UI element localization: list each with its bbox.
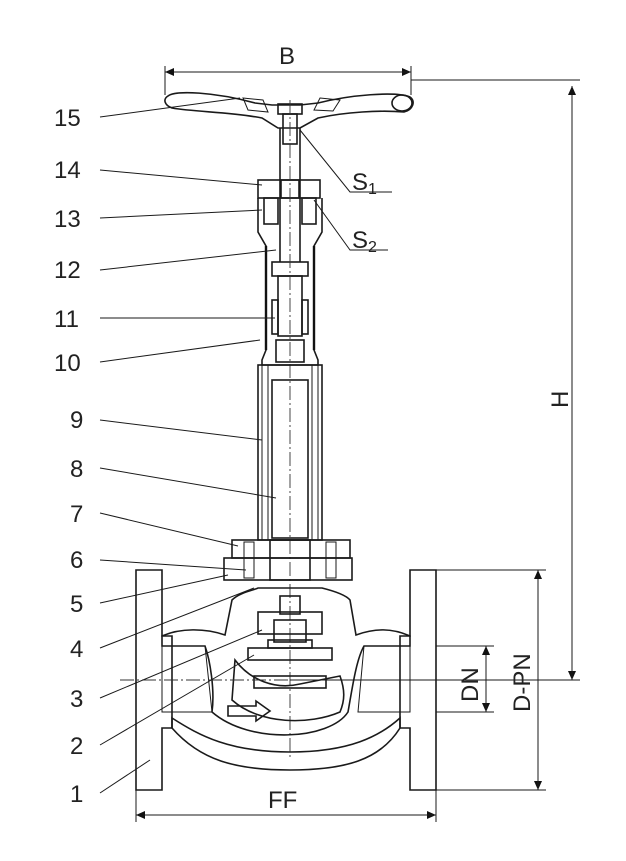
stem	[279, 100, 301, 760]
dim-dpn-label: D-PN	[509, 653, 536, 712]
part-number-11: 11	[54, 306, 79, 333]
part-number-13: 13	[54, 206, 81, 233]
part-number-14: 14	[54, 157, 81, 184]
seal-s1-subscript: 1	[368, 181, 377, 198]
part-number-5: 5	[70, 591, 83, 618]
seal-s2-label: S	[352, 227, 368, 254]
part-number-1: 1	[70, 781, 83, 808]
seal-s2-subscript: 2	[368, 239, 377, 256]
leader-lines	[99, 97, 392, 794]
part-number-10: 10	[54, 350, 81, 377]
part-number-12: 12	[54, 257, 81, 284]
seal-s1-label: S	[352, 169, 368, 196]
dim-h-label: H	[547, 391, 574, 408]
part-number-2: 2	[70, 733, 83, 760]
part-number-15: 15	[54, 105, 81, 132]
part-number-6: 6	[70, 547, 83, 574]
bonnet-flange	[223, 539, 353, 581]
part-number-8: 8	[70, 456, 83, 483]
part-number-9: 9	[70, 407, 83, 434]
handwheel	[164, 91, 414, 145]
dim-b-label: B	[279, 43, 295, 70]
part-number-labels: 15 14 13 12 11 10 9 8 7 6 5 4 3 2 1	[54, 105, 83, 808]
seal-labels: S 1 S 2	[352, 169, 377, 256]
part-number-3: 3	[70, 686, 83, 713]
dimension-lines	[135, 66, 580, 822]
part-number-7: 7	[70, 501, 83, 528]
dim-dn-label: DN	[457, 667, 484, 702]
part-number-4: 4	[70, 636, 83, 663]
dimension-labels: B FF H DN D-PN	[268, 43, 574, 814]
dim-ff-label: FF	[268, 787, 297, 814]
